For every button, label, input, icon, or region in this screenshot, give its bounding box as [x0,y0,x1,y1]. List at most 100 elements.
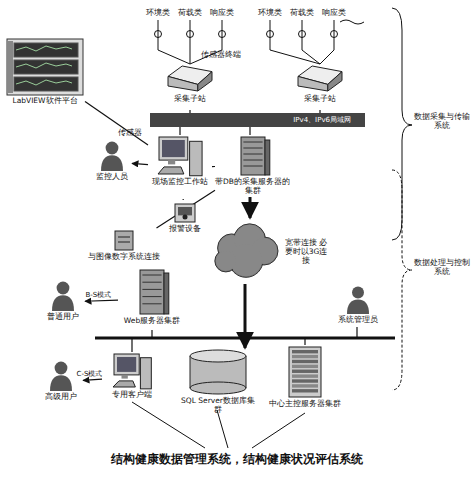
server-side [164,273,169,314]
substation-box-svg [294,62,346,94]
connector [179,127,180,135]
rack-unit [292,379,318,382]
cloud-shape-svg [210,220,282,282]
server-slot [142,296,161,297]
workstation-icon-svg [156,135,204,177]
software-screen-svg [6,38,84,96]
connector [212,166,215,167]
small-graphic [115,231,133,250]
node-label: 报警设备 [169,224,201,233]
rack-unit [292,350,318,353]
person-head [106,142,119,155]
server-side [265,140,270,175]
monitor-screen [162,140,185,157]
keyboard [113,381,135,387]
connector [244,284,247,348]
screen-panel [14,60,78,74]
person-head [56,282,69,295]
server-slot [243,166,262,167]
person-body [347,299,369,314]
monitor-screen [117,357,136,372]
text-label: 响应类 [207,8,237,17]
person-graphic [52,282,74,311]
server-body [140,270,164,314]
person-body [50,375,72,391]
cloud-graphic [215,224,278,277]
box-line [118,237,130,238]
node-label: 中心主控服务器集群 [269,399,341,408]
screen-panel [14,43,78,57]
wave-mark [340,20,364,24]
screen-panel [14,77,78,91]
sensor-wire [270,50,334,64]
substation-box: 采集子站 [290,62,350,110]
sensor-symbol [267,31,274,38]
sensor-symbol [190,20,191,50]
cloud-body [215,224,278,277]
person-icon-svg [48,360,74,392]
monitor-stand [122,375,128,379]
pc-graphic [158,137,202,176]
node-label: 与图像数字系统连接 [88,252,160,261]
server-body [241,137,265,175]
server-slot [243,148,262,149]
text-label: 数据采集与传输系统 [413,112,471,130]
alarm-body [175,204,195,222]
monitor [159,137,188,160]
box-body [115,231,133,250]
server-rack: 中心主控服务器集群 [268,345,342,413]
node-label: 宽带连接 必要时以3G连接 [282,238,330,265]
person-body [101,155,123,171]
database-cylinder: SQL Server数据库集群 [178,348,258,414]
connector [83,379,102,380]
connector [157,190,215,228]
server-slot [243,142,262,143]
cloud-lobe [216,251,236,271]
cylinder-side [190,356,191,388]
cylinder-side [246,356,247,388]
database-cylinder-svg [187,348,249,396]
server-icon-svg [233,135,273,177]
person-body [52,295,74,311]
text-label: 传感器终端 [196,50,246,59]
screen-sidebar [8,41,13,93]
tower [190,141,202,175]
person-head [352,287,364,299]
person-icon: 系统管理员 [330,285,385,327]
edge-label: C-S模式 [77,370,103,378]
pc-graphic [113,354,151,389]
text-label: 荷载类 [287,8,317,17]
rack-unit [292,389,318,392]
rack-body [289,347,321,397]
screen-trace [16,46,72,51]
node-label: 高级用户 [45,392,77,401]
connector [183,199,184,200]
alarm-panel [178,207,192,215]
device-front [328,72,342,91]
server-slot [243,154,262,155]
alarm-icon-svg [172,200,198,224]
caption: 结构健康数据管理系统，结构健康状况评估系统 [0,452,474,467]
cloud-shape: 宽带连接 必要时以3G连接 [210,218,330,284]
box-line [118,242,130,243]
text-label: 荷载类 [175,8,205,17]
cloud-fill [216,225,277,276]
alarm-graphic [175,204,195,222]
connector [85,300,118,301]
bus-line [95,337,395,340]
person-icon: 普通用户 [40,280,85,324]
person-icon-svg [50,280,76,312]
sensor-symbol [270,20,271,50]
server-graphic [241,137,270,175]
monitor-stand [168,160,175,164]
sensor-symbol [155,31,162,38]
connector [249,127,250,135]
alarm-light [183,215,188,220]
rack-unit [292,360,318,363]
client-icon: 专用客户端 [102,352,162,402]
text-label: 数据处理与控制系统 [413,258,471,276]
device-side [168,76,198,91]
cylinder-top [190,350,246,362]
node-label: 普通用户 [47,312,79,321]
server-graphic [140,270,169,314]
